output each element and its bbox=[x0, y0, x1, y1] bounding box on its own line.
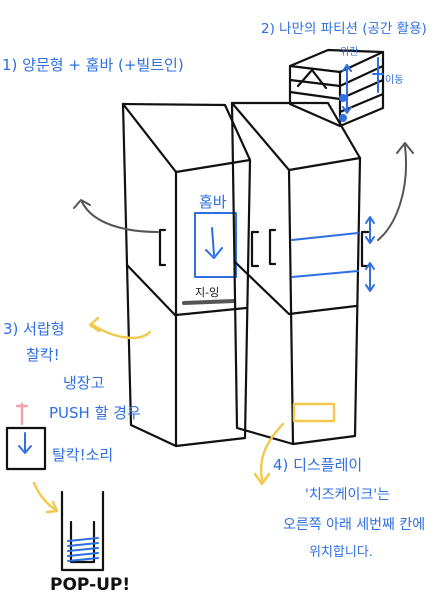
right-fridge bbox=[230, 101, 375, 446]
shelf-line-bottom bbox=[291, 270, 359, 278]
label-4-line3: 위치합니다. bbox=[309, 545, 373, 560]
right-fridge-side bbox=[230, 101, 295, 446]
label-4-title: 4) 디스플레이 bbox=[273, 456, 362, 474]
label-3-title: 3) 서랍형 bbox=[3, 320, 65, 338]
hombar-panel bbox=[194, 212, 237, 278]
hombar-arrow-line bbox=[211, 227, 215, 256]
push-box bbox=[5, 426, 47, 471]
shelf-height-arrow-top bbox=[365, 216, 375, 244]
right-fridge-front bbox=[291, 156, 362, 446]
handle-label: 지-잉 bbox=[195, 286, 219, 299]
display-curved-arrow-head bbox=[253, 472, 271, 486]
partition-shelf bbox=[288, 78, 342, 88]
left-fridge-side-handle bbox=[158, 228, 167, 267]
label-3-fridge: 냉장고 bbox=[63, 374, 104, 392]
handle-bar bbox=[182, 299, 236, 305]
label-3-click: 찰칵! bbox=[26, 346, 60, 364]
left-curved-arrow bbox=[81, 201, 159, 233]
push-button-diagram bbox=[5, 402, 47, 471]
popup-curved-arrow-head bbox=[45, 500, 59, 514]
drawer-curved-arrow-head bbox=[88, 316, 101, 333]
hombar-arrow-head bbox=[205, 247, 223, 259]
left-curved-arrow-head bbox=[73, 199, 91, 209]
partition-move-arrow bbox=[342, 64, 352, 114]
left-fridge-front-handle bbox=[250, 230, 260, 268]
popup-box bbox=[60, 490, 105, 572]
label-2: 2) 나만의 파티션 (공간 활용) bbox=[261, 21, 427, 37]
popup-inner-box bbox=[69, 520, 96, 564]
shelf-height-arrow-bottom bbox=[365, 262, 375, 292]
popup-label: POP-UP! bbox=[50, 575, 130, 595]
push-text: PUSH 할 경우 bbox=[49, 404, 141, 422]
display-curved-arrow bbox=[259, 422, 285, 482]
drawer-curved-arrow bbox=[91, 323, 152, 340]
left-fridge-top bbox=[121, 102, 252, 174]
left-fridge-side-seam bbox=[125, 263, 178, 318]
hombar-label: 홈바 bbox=[199, 193, 227, 211]
display-panel bbox=[292, 402, 336, 423]
push-arrow-head bbox=[18, 445, 32, 454]
partition-outline bbox=[288, 48, 385, 128]
right-curved-arrow-head bbox=[396, 142, 414, 154]
click-sound: 탈칵!소리 bbox=[52, 446, 113, 464]
right-curved-arrow bbox=[377, 145, 407, 241]
label-1: 1) 양문형 + 홈바 (+빌트인) bbox=[2, 56, 184, 74]
partition-top-label: 위칸 bbox=[340, 45, 358, 58]
partition-dot bbox=[339, 114, 347, 122]
popup-curved-arrow bbox=[32, 481, 58, 512]
partition-dot bbox=[339, 94, 347, 102]
partition-stand bbox=[296, 68, 328, 90]
left-fridge bbox=[121, 102, 260, 448]
right-fridge-front-handle bbox=[360, 230, 370, 268]
right-fridge-side-seam bbox=[233, 260, 291, 316]
partition-shelf bbox=[288, 90, 342, 101]
partition-edge bbox=[288, 64, 342, 74]
label-4-line2: 오른쪽 아래 세번째 칸에 bbox=[283, 517, 425, 533]
right-fridge-divider bbox=[287, 304, 358, 316]
popup-spring bbox=[67, 537, 99, 562]
label-4-line1: '치즈케이크'는 bbox=[305, 487, 390, 503]
partition-side-label: 이동 bbox=[385, 74, 403, 86]
left-fridge-front bbox=[174, 158, 252, 448]
partition-box bbox=[288, 48, 385, 128]
shelf-line-top bbox=[291, 232, 359, 241]
right-fridge-side-handle bbox=[268, 228, 277, 266]
popup-diagram bbox=[60, 490, 105, 572]
